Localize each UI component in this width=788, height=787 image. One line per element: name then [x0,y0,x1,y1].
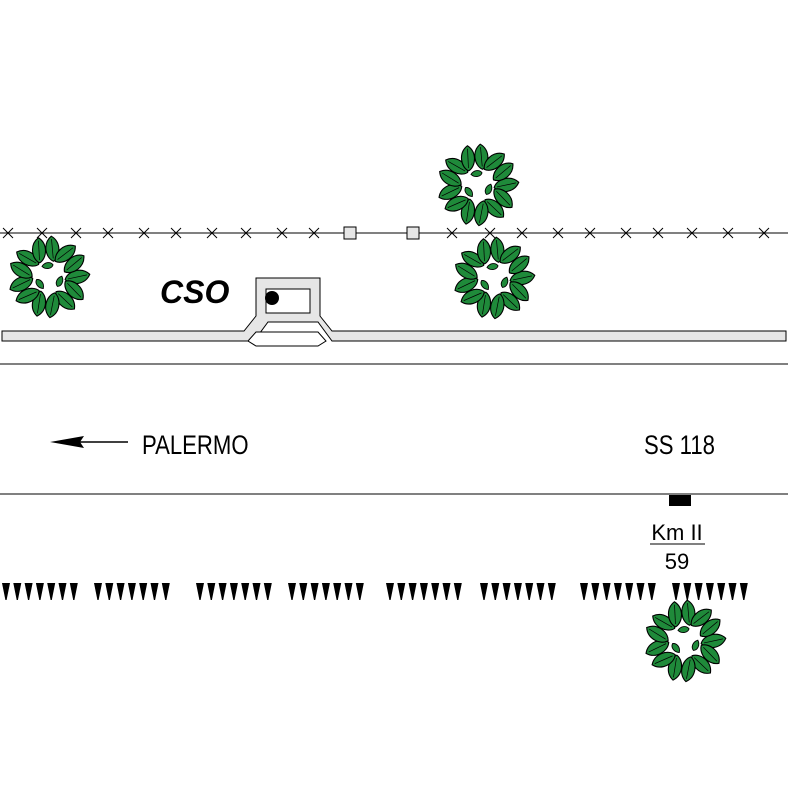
hedge-tick-icon [442,583,451,600]
cso-bay [247,331,327,347]
hedge-tick-icon [728,583,737,600]
hedge-tick-icon [218,583,227,600]
hedge-tick-icon [333,583,342,600]
tree-icon [645,599,727,683]
hedge-tick-icon [13,583,22,600]
hedge-tick-icon [694,583,703,600]
fence-x-icon [620,227,632,239]
hedge-tick-icon [241,583,250,600]
fence-x-icon [102,227,114,239]
fence-x-icon [686,227,698,239]
hedge-tick-icon [547,583,556,600]
hedge-tick-icon [35,583,44,600]
fence-x-icon [484,227,496,239]
road-label: SS 118 [644,431,715,461]
hedge-row [2,583,748,600]
cso-point-icon [265,291,279,305]
fence-x-icon [36,227,48,239]
fence-x-icon [2,227,770,239]
hedge-tick-icon [58,583,67,600]
cso-label: CSO [160,274,229,310]
fence-x-icon [240,227,252,239]
hedge-tick-icon [69,583,78,600]
fence-x-icon [516,227,528,239]
hedge-tick-icon [24,583,33,600]
hedge-tick-icon [683,583,692,600]
hedge-tick-icon [591,583,600,600]
hedge-tick-icon [229,583,238,600]
hedge-tick-icon [344,583,353,600]
fence-x-icon [446,227,458,239]
hedge-tick-icon [672,583,680,600]
hedge-tick-icon [196,583,204,600]
trees [9,143,727,683]
arrow-left-icon [50,436,128,448]
fence-x-icon [2,227,14,239]
hedge-tick-icon [739,583,748,600]
hedge-tick-icon [408,583,417,600]
hedge-tick-icon [127,583,136,600]
hedge-tick-icon [252,583,261,600]
km-value: 59 [665,549,689,574]
hedge-tick-icon [94,583,102,600]
hedge-tick-icon [613,583,622,600]
fence-x-icon [170,227,182,239]
tree-icon [438,143,520,227]
hedge-tick-icon [207,583,216,600]
fence-x-icon [758,227,770,239]
hedge-tick-icon [355,583,364,600]
hedge-tick-icon [525,583,534,600]
hedge-tick-icon [636,583,645,600]
hedge-tick-icon [139,583,148,600]
km-label: Km II [651,520,702,545]
hedge-tick-icon [602,583,611,600]
hedge-tick-icon [161,583,170,600]
hedge-tick-icon [431,583,440,600]
hedge-tick-icon [2,583,10,600]
hedge-tick-icon [299,583,308,600]
hedge-tick-icon [502,583,511,600]
hedge-tick-icon [453,583,462,600]
fence-x-icon [722,227,734,239]
hedge-tick-icon [647,583,656,600]
km-marker-icon [669,495,691,506]
hedge-tick-icon [47,583,56,600]
hedge-tick-icon [105,583,114,600]
fence-post-icon [343,226,357,240]
hedge-tick-icon [580,583,588,600]
hedge-tick-icon [536,583,545,600]
hedge-tick-icon [491,583,500,600]
platform [1,277,787,347]
fence-x-icon [276,227,288,239]
fence-line [0,226,788,240]
hedge-tick-icon [625,583,634,600]
hedge-tick-icon [288,583,296,600]
hedge-tick-icon [386,583,394,600]
hedge-tick-icon [263,583,272,600]
hedge-tick-icon [310,583,319,600]
hedge-tick-icon [116,583,125,600]
hedge-tick-icon [717,583,726,600]
fence-x-icon [308,227,320,239]
hedge-tick-icon [397,583,406,600]
hedge-tick-icon [705,583,714,600]
fence-post-icon [406,226,420,240]
direction-label: PALERMO [142,431,249,461]
hedge-tick-icon [419,583,428,600]
tree-icon [454,236,536,320]
fence-x-icon [584,227,596,239]
hedge-tick-icon [513,583,522,600]
fence-x-icon [552,227,564,239]
hedge-tick-icon [480,583,488,600]
fence-x-icon [206,227,218,239]
tree-icon [9,235,91,319]
fence-x-icon [70,227,82,239]
fence-x-icon [652,227,664,239]
fence-x-icon [138,227,150,239]
hedge-tick-icon [321,583,330,600]
hedge-tick-icon [150,583,159,600]
